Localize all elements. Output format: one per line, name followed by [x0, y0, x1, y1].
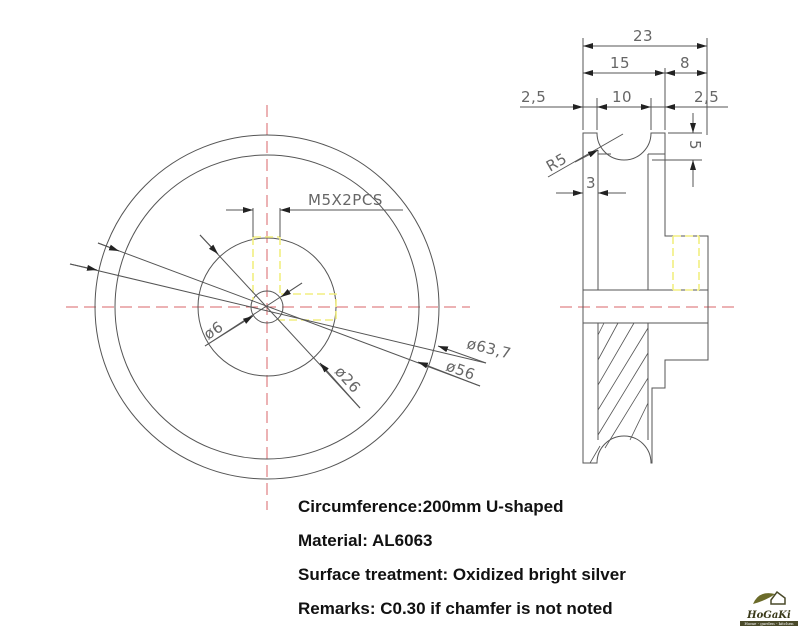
house-leaf-icon	[753, 590, 786, 605]
groove-diameter-label: ø56	[444, 357, 478, 384]
logo-tagline: Home - garden - kitchen	[740, 621, 798, 626]
set-screw-hole-top	[252, 236, 281, 300]
brand-logo: HoGaKi Home - garden - kitchen	[740, 588, 798, 626]
dim-radius: R5	[543, 149, 570, 175]
dim-web: 3	[586, 174, 596, 192]
bore-diameter-label: ø6	[200, 318, 226, 344]
note-material: Material: AL6063	[298, 531, 433, 550]
dim-flange-part: 15	[610, 54, 630, 72]
section-view: 23 15 8 2,5 10 2,5 5 R5 3	[520, 27, 735, 464]
groove-circle	[114, 154, 420, 460]
section-outline	[582, 132, 709, 464]
dim-groove-depth: 5	[686, 140, 704, 150]
outer-circle	[94, 134, 440, 480]
front-view: M5X2PCS ø6 ø26 ø63,7 ø56	[66, 105, 513, 510]
section-hatch	[589, 322, 649, 464]
dim-hub-part: 8	[680, 54, 690, 72]
dim-right-edge: 2,5	[694, 88, 719, 106]
dim-groove-width: 10	[612, 88, 632, 106]
spec-notes: Circumference:200mm U-shaped Material: A…	[298, 494, 626, 630]
set-screw-hole-section	[672, 235, 700, 291]
dim-left-edge: 2,5	[521, 88, 546, 106]
dim-total-width: 23	[633, 27, 653, 45]
thread-label: M5X2PCS	[308, 191, 383, 209]
note-remarks: Remarks: C0.30 if chamfer is not noted	[298, 599, 613, 618]
hub-diameter-label: ø26	[331, 363, 364, 397]
note-circumference: Circumference:200mm U-shaped	[298, 497, 564, 516]
note-surface: Surface treatment: Oxidized bright silve…	[298, 565, 626, 584]
logo-name: HoGaKi	[747, 610, 791, 621]
